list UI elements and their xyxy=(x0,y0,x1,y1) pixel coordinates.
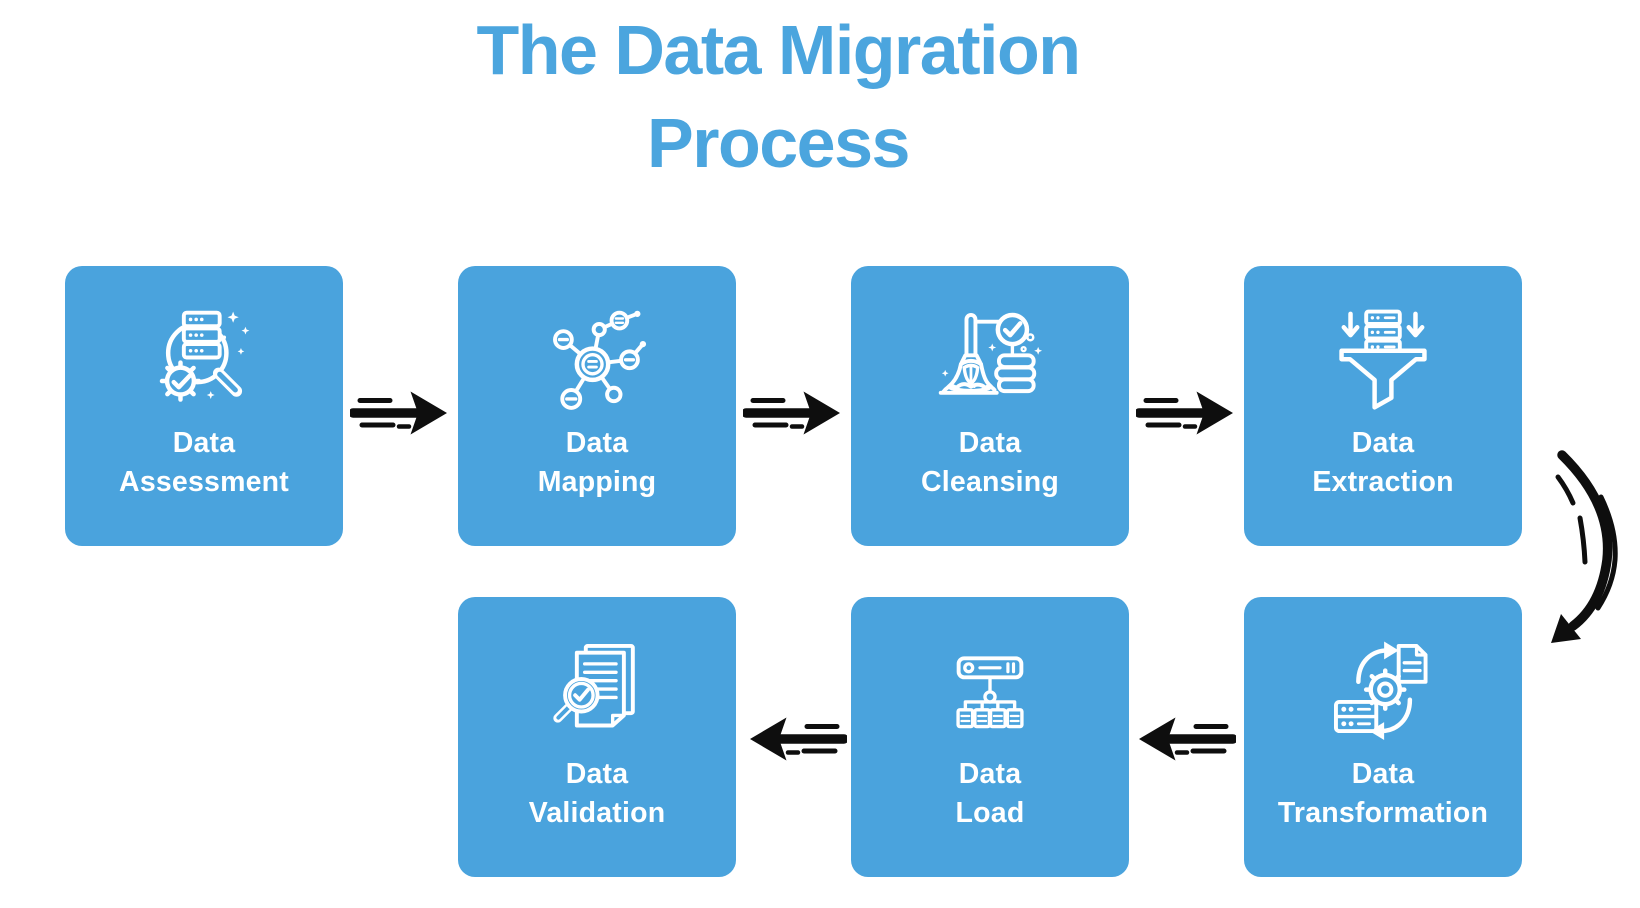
funnel-server-icon xyxy=(1327,306,1439,418)
network-nodes-icon xyxy=(541,306,653,418)
step-box-data-assessment: Data Assessment xyxy=(65,266,343,546)
step-label: Data Cleansing xyxy=(921,424,1059,501)
step-label-line1: Data xyxy=(565,427,629,459)
step-label-line2: Assessment xyxy=(119,465,289,498)
step-label-line2: Cleansing xyxy=(921,465,1059,498)
step-label: Data Mapping xyxy=(538,424,657,501)
step-label-line1: Data xyxy=(565,758,629,790)
step-box-data-extraction: Data Extraction xyxy=(1244,266,1522,546)
page-title-line2: Process xyxy=(647,104,910,182)
flow-arrow-left-1 xyxy=(1136,710,1236,765)
step-label-line1: Data xyxy=(958,427,1022,459)
step-label: Data Extraction xyxy=(1312,424,1453,501)
step-label-line1: Data xyxy=(958,758,1022,790)
flow-arrow-right-1 xyxy=(350,384,450,439)
step-box-data-transformation: Data Transformation xyxy=(1244,597,1522,877)
step-box-data-mapping: Data Mapping xyxy=(458,266,736,546)
curved-down-arrow xyxy=(1545,445,1625,660)
step-label: Data Assessment xyxy=(119,424,289,501)
document-magnifier-check-icon xyxy=(541,637,653,749)
step-box-data-validation: Data Validation xyxy=(458,597,736,877)
page-title: The Data Migration Process xyxy=(0,4,1556,190)
step-label: Data Transformation xyxy=(1278,755,1488,832)
broom-data-stack-icon xyxy=(934,306,1046,418)
step-label-line2: Extraction xyxy=(1312,465,1454,498)
gear-sync-document-icon xyxy=(1327,637,1439,749)
step-box-data-cleansing: Data Cleansing xyxy=(851,266,1129,546)
page-title-line1: The Data Migration xyxy=(476,11,1081,89)
step-box-data-load: Data Load xyxy=(851,597,1129,877)
step-label-line1: Data xyxy=(172,427,236,459)
flow-arrow-right-3 xyxy=(1136,384,1236,439)
flow-arrow-right-2 xyxy=(743,384,843,439)
step-label-line1: Data xyxy=(1351,758,1415,790)
step-label-line1: Data xyxy=(1351,427,1415,459)
database-magnifier-check-icon xyxy=(148,306,260,418)
step-label-line2: Transformation xyxy=(1277,796,1489,829)
step-label: Data Validation xyxy=(529,755,666,832)
server-distribution-icon xyxy=(934,637,1046,749)
step-label-line2: Mapping xyxy=(537,465,657,498)
step-label: Data Load xyxy=(956,755,1025,832)
step-label-line2: Validation xyxy=(528,796,666,829)
flow-arrow-left-2 xyxy=(747,710,847,765)
step-label-line2: Load xyxy=(955,796,1025,829)
